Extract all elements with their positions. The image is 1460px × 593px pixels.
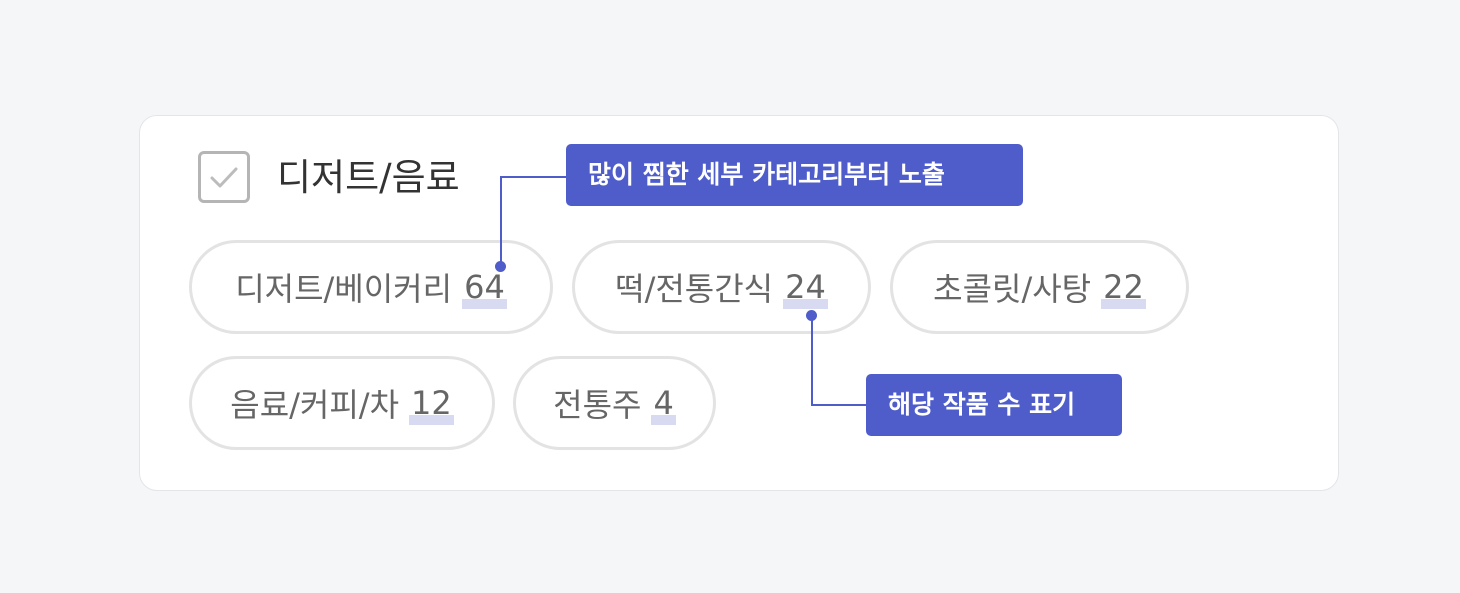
subcategory-chip-beverage-coffee-tea[interactable]: 음료/커피/차 12	[189, 356, 495, 450]
annotation-leader-line	[500, 176, 568, 178]
chip-count: 24	[783, 268, 828, 309]
chip-label: 음료/커피/차	[230, 386, 400, 424]
annotation-dot	[806, 310, 817, 321]
chip-label: 떡/전통간식	[615, 270, 774, 308]
subcategory-chip-chocolate-candy[interactable]: 초콜릿/사탕 22	[890, 240, 1189, 334]
annotation-leader-line	[500, 176, 502, 267]
subcategory-chip-dessert-bakery[interactable]: 디저트/베이커리 64	[189, 240, 553, 334]
chip-count: 12	[409, 384, 454, 425]
chip-count: 64	[462, 268, 507, 309]
count-annotation: 해당 작품 수 표기	[866, 374, 1122, 436]
subcategory-chip-rice-cake[interactable]: 떡/전통간식 24	[572, 240, 871, 334]
annotation-dot	[495, 261, 506, 272]
chip-label: 전통주	[553, 386, 642, 424]
chip-label: 초콜릿/사탕	[933, 270, 1092, 308]
chip-count: 4	[651, 384, 677, 425]
sort-order-annotation: 많이 찜한 세부 카테고리부터 노출	[566, 144, 1023, 206]
annotation-leader-line	[811, 315, 813, 406]
checkmark-icon	[210, 167, 238, 188]
annotation-leader-line	[811, 404, 869, 406]
subcategory-chip-traditional-liquor[interactable]: 전통주 4	[513, 356, 716, 450]
chip-label: 디저트/베이커리	[235, 270, 453, 308]
chip-count: 22	[1101, 268, 1146, 309]
category-checkbox[interactable]	[198, 151, 250, 203]
category-title: 디저트/음료	[277, 156, 460, 199]
